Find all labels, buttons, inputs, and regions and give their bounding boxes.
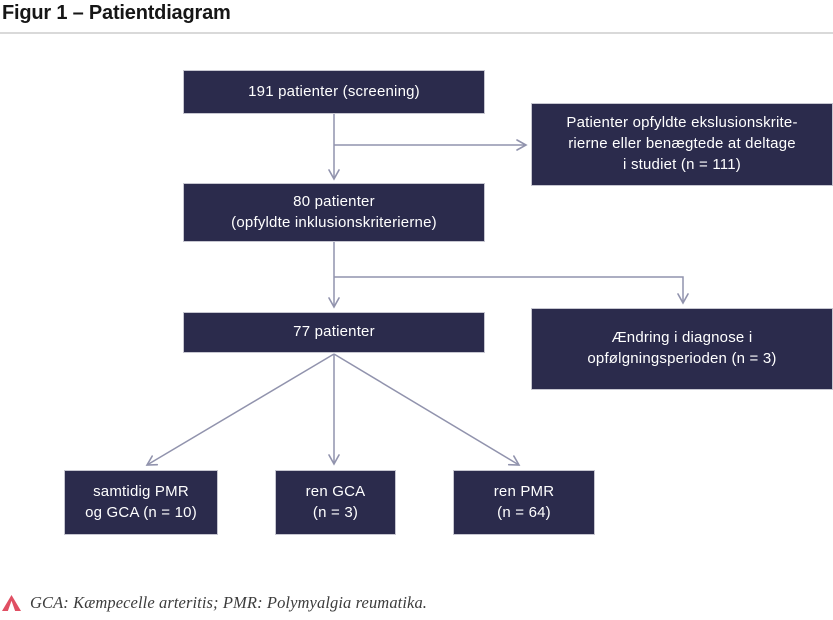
figure-title: Figur 1 – Patientdiagram (2, 2, 231, 24)
node-pmr-and-gca: samtidig PMR og GCA (n = 10) (64, 470, 218, 535)
footnote-text: GCA: Kæmpecelle arteritis; PMR: Polymyal… (30, 593, 428, 612)
node-ren-pmr: ren PMR (n = 64) (453, 470, 595, 535)
arrow-followup-to-ren-pmr (333, 353, 521, 466)
arrow-followup-to-pmr-gca (145, 353, 335, 466)
node-followup: 77 patienter (183, 312, 485, 353)
node-ren-gca: ren GCA (n = 3) (275, 470, 396, 535)
title-divider (0, 32, 833, 34)
arrow-inclusion-to-change (334, 276, 689, 305)
node-screening: 191 patienter (screening) (183, 70, 485, 114)
chevron-up-icon (2, 595, 21, 611)
node-inclusion: 80 patienter (opfyldte inklusionskriteri… (183, 183, 485, 242)
node-exclusion: Patienter opfyldte ekslusionskrite- rier… (531, 103, 833, 186)
node-diagnosis-change: Ændring i diagnose i opfølgningsperioden… (531, 308, 833, 390)
figure-footnote: GCA: Kæmpecelle arteritis; PMR: Polymyal… (2, 593, 427, 613)
